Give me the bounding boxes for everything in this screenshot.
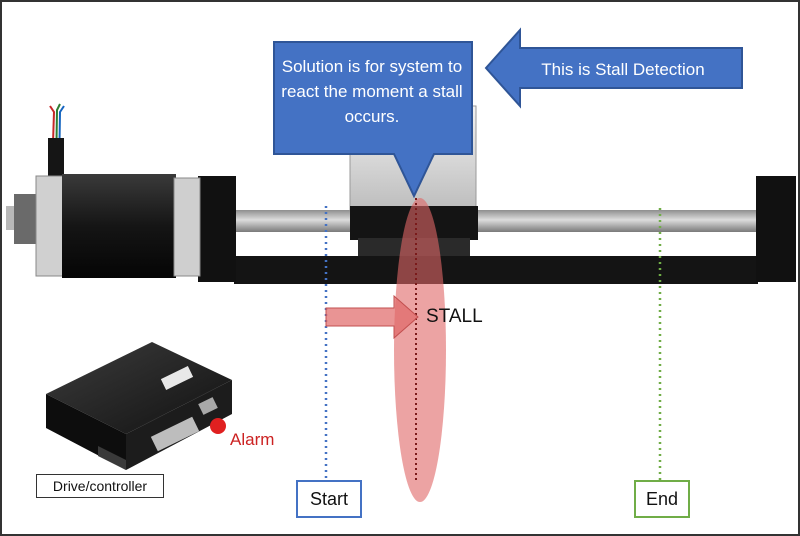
stepper-motor [6, 103, 201, 278]
stall-zone-highlight [394, 198, 446, 502]
end-block-right [756, 176, 796, 282]
motor-cable [48, 138, 64, 180]
stall-detection-arrow [484, 27, 743, 109]
motor-shaft-end [6, 206, 16, 230]
drive-connector-port [150, 416, 200, 452]
guide-rod [214, 210, 760, 232]
solution-callout-text: Solution is for system to react the mome… [281, 57, 463, 126]
solution-callout [273, 41, 473, 199]
drive-terminal-block [98, 446, 126, 470]
stall-detection-label: This is Stall Detection [541, 60, 705, 79]
travel-arrow [325, 294, 419, 340]
drive-rj45-port [198, 397, 218, 415]
motor-body [62, 174, 176, 278]
drive-housing-top [46, 342, 232, 434]
drive-controller-label: Drive/controller [36, 474, 164, 498]
alarm-led [210, 418, 226, 434]
actuator-base-rail [234, 256, 758, 284]
linear-actuator [198, 176, 796, 284]
alarm-label: Alarm [230, 430, 275, 449]
end-label: End [634, 480, 690, 518]
motor-rear-plate [35, 175, 65, 277]
end-block-left [198, 176, 236, 282]
drive-controller-unit [46, 342, 232, 470]
motor-rear-cap [14, 194, 38, 244]
stall-label: STALL [426, 306, 483, 327]
motor-front-plate [173, 177, 201, 277]
start-label: Start [296, 480, 362, 518]
drive-label-sticker [160, 366, 194, 390]
